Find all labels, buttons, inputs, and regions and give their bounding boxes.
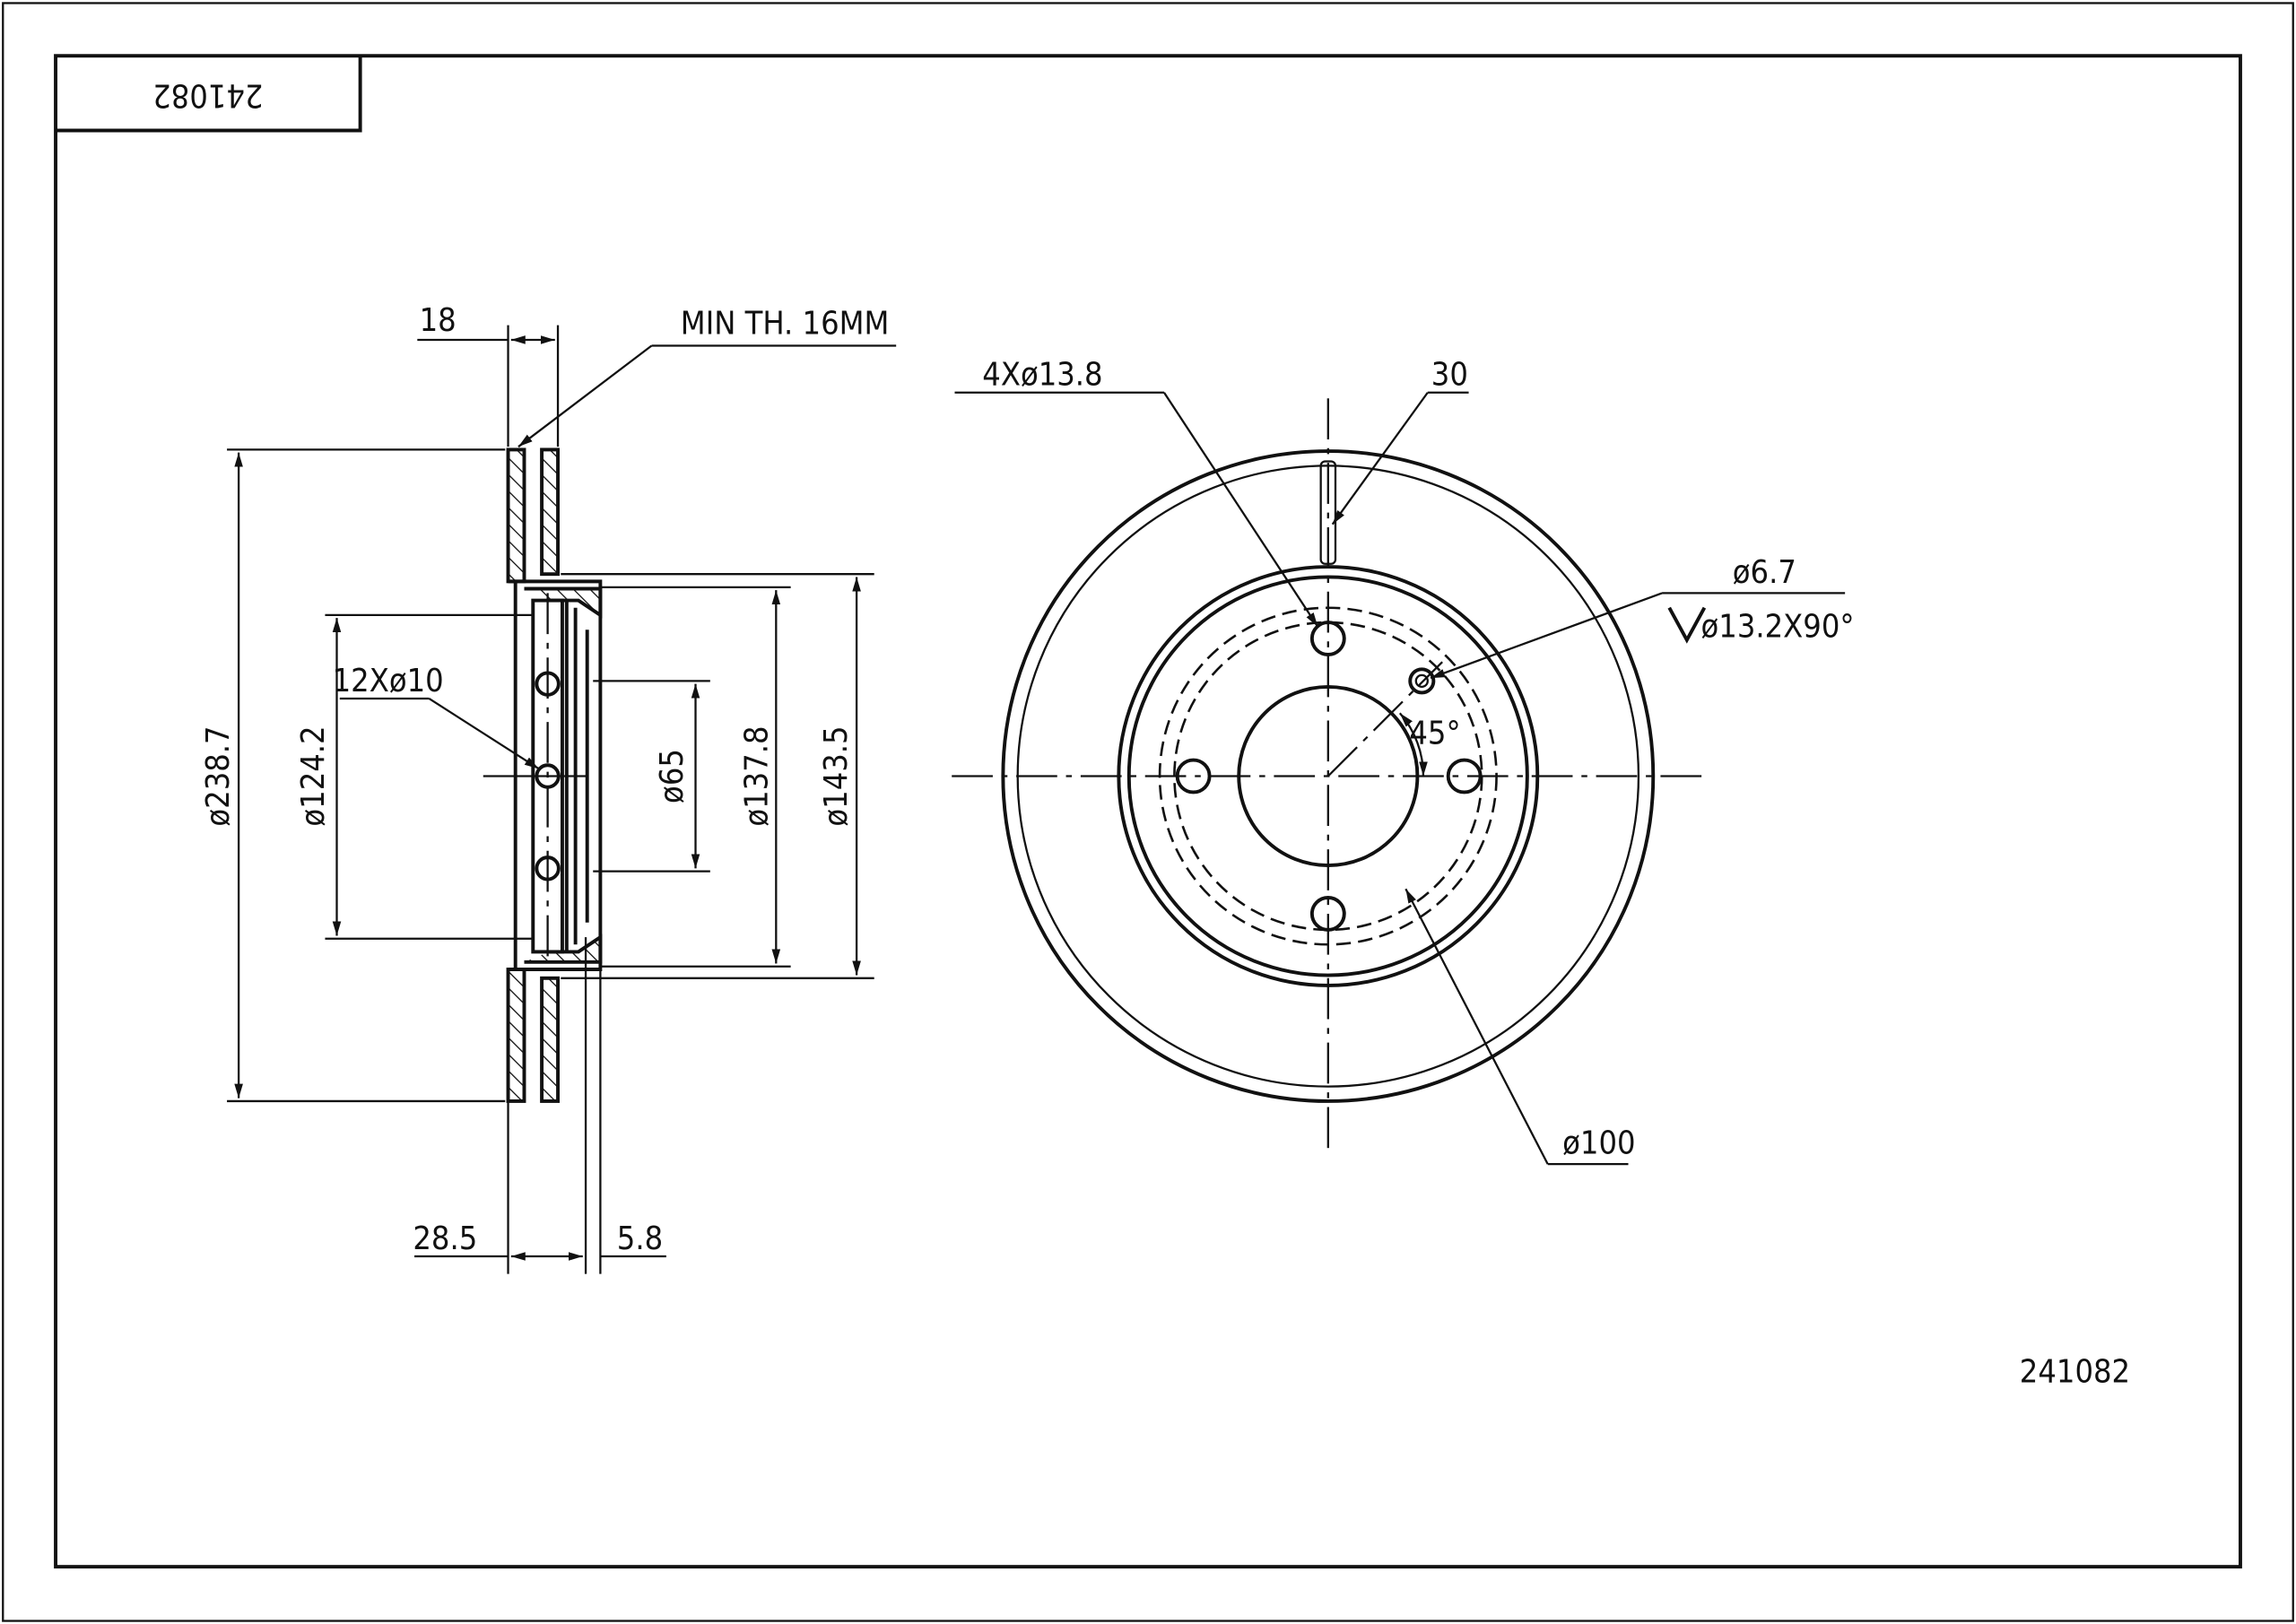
title-box: [56, 56, 362, 133]
hat-outer-diameter-label: ø143.5: [818, 725, 855, 826]
countersink-label: ø13.2X90°: [1701, 608, 1855, 645]
flange-thickness-label: 5.8: [617, 1220, 663, 1257]
countersink-icon: [1667, 606, 1707, 644]
section-view: [483, 447, 603, 1103]
outer-diameter-label: ø238.7: [200, 725, 237, 826]
inner-diameter-label: ø124.2: [295, 725, 332, 826]
slot-label: 30: [1431, 357, 1468, 394]
front-dimensions: 4Xø13.8 30 ø6.7 ø13.2X90° 45° ø100: [954, 357, 1855, 1166]
pcd-label: ø100: [1562, 1125, 1635, 1162]
section-dimensions: ø238.7 ø124.2 12Xø10 ø65 ø137.8 ø143.5 1…: [200, 302, 897, 1274]
front-view: [952, 398, 1707, 1157]
min-thickness-label: MIN TH. 16MM: [681, 305, 890, 342]
angle-label: 45°: [1409, 716, 1460, 752]
part-number: 241082: [2020, 1353, 2130, 1390]
hat-diameter-label: ø137.8: [739, 725, 776, 826]
vent-holes-label: 12Xø10: [333, 663, 444, 699]
offset-label: 28.5: [413, 1220, 477, 1257]
small-hole-label: ø6.7: [1733, 554, 1796, 591]
drawing-border: [54, 54, 2242, 1569]
thickness-label: 18: [420, 302, 457, 339]
title-part-number: 241082: [152, 77, 263, 114]
bolt-holes-label: 4Xø13.8: [982, 357, 1102, 394]
bore-label: ø65: [654, 749, 691, 803]
